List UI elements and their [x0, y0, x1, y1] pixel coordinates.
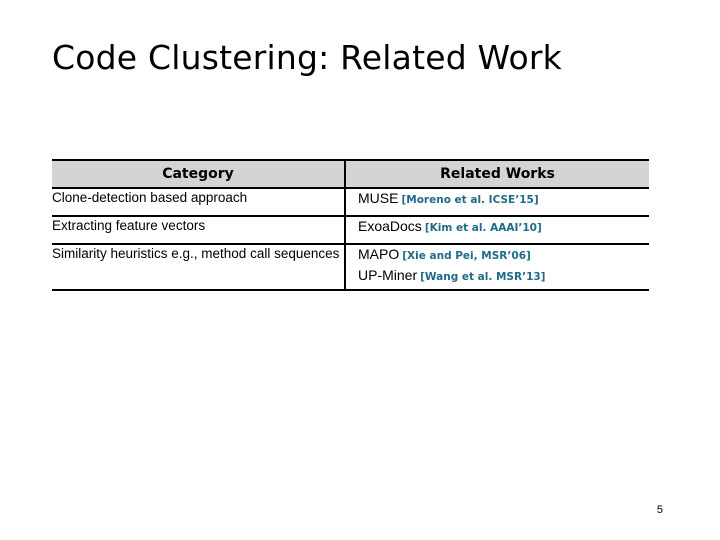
cell-category: Extracting feature vectors	[52, 215, 346, 245]
work-entry: MAPO[Xie and Pei, MSR’06]	[358, 245, 649, 266]
work-citation: [Kim et al. AAAI’10]	[424, 222, 542, 234]
table-header-row: Category Related Works	[52, 159, 649, 189]
cell-related-works: MAPO[Xie and Pei, MSR’06] UP-Miner[Wang …	[345, 243, 649, 291]
work-citation: [Wang et al. MSR’13]	[420, 271, 546, 283]
work-name: UP-Miner	[358, 267, 418, 283]
work-entry: UP-Miner[Wang et al. MSR’13]	[358, 266, 649, 287]
page-number: 5	[656, 504, 663, 516]
work-citation: [Xie and Pei, MSR’06]	[402, 250, 531, 262]
cell-category: Similarity heuristics e.g., method call …	[52, 243, 346, 291]
column-header-category: Category	[52, 159, 346, 189]
cell-related-works: MUSE[Moreno et al. ICSE’15]	[345, 187, 649, 217]
work-citation: [Moreno et al. ICSE’15]	[401, 194, 539, 206]
cell-related-works: ExoaDocs[Kim et al. AAAI’10]	[345, 215, 649, 245]
work-entry: ExoaDocs[Kim et al. AAAI’10]	[358, 217, 649, 238]
work-name: MAPO	[358, 246, 400, 262]
table-row: Clone-detection based approach MUSE[More…	[52, 187, 649, 217]
table-header: Category Related Works	[52, 159, 649, 189]
column-header-related-works: Related Works	[345, 159, 649, 189]
related-work-table: Category Related Works Clone-detection b…	[52, 159, 649, 291]
table-row: Similarity heuristics e.g., method call …	[52, 243, 649, 291]
related-work-table-container: Category Related Works Clone-detection b…	[52, 159, 649, 291]
cell-category: Clone-detection based approach	[52, 187, 346, 217]
page-title: Code Clustering: Related Work	[52, 38, 562, 77]
work-entry: MUSE[Moreno et al. ICSE’15]	[358, 189, 649, 210]
work-name: MUSE	[358, 190, 399, 206]
work-name: ExoaDocs	[358, 218, 422, 234]
table-body: Clone-detection based approach MUSE[More…	[52, 187, 649, 291]
table-row: Extracting feature vectors ExoaDocs[Kim …	[52, 215, 649, 245]
